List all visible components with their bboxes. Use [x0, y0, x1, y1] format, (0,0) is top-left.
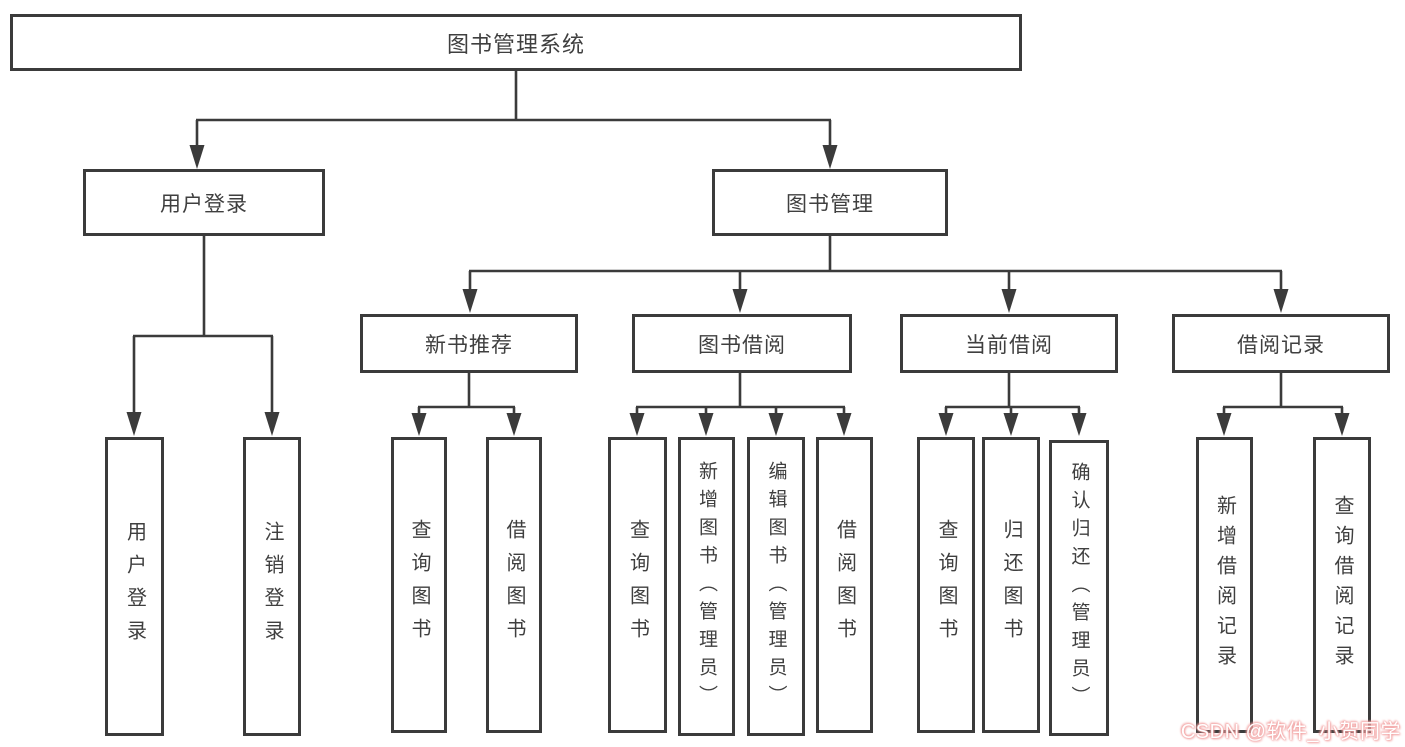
- leaf-edit-book-admin-label: 编辑图书（管理员）: [765, 460, 787, 713]
- leaf-logout-label: 注销登录: [261, 520, 283, 653]
- leaf-borrow-books-recommend-label: 借阅图书: [503, 519, 525, 651]
- node-borrowing-records: 借阅记录: [1172, 314, 1390, 373]
- node-library-system: 图书管理系统: [10, 14, 1022, 71]
- node-book-borrowing: 图书借阅: [632, 314, 852, 373]
- leaf-query-books-recommend: 查询图书: [391, 437, 447, 733]
- watermark: CSDN @软件_小贺同学: [1180, 721, 1401, 743]
- node-current-borrowing-label: 当前借阅: [965, 333, 1053, 357]
- leaf-add-book-admin-label: 新增图书（管理员）: [696, 460, 717, 713]
- node-current-borrowing: 当前借阅: [900, 314, 1118, 373]
- leaf-query-borrow-record-label: 查询借阅记录: [1331, 495, 1353, 675]
- node-book-borrowing-label: 图书借阅: [698, 333, 786, 357]
- leaf-borrow-books-borrowing: 借阅图书: [816, 437, 873, 733]
- leaf-borrow-books-recommend: 借阅图书: [486, 437, 542, 733]
- node-book-management: 图书管理: [712, 169, 948, 236]
- leaf-return-book: 归还图书: [982, 437, 1040, 733]
- node-new-book-recommend: 新书推荐: [360, 314, 578, 373]
- leaf-query-borrow-record: 查询借阅记录: [1313, 437, 1371, 733]
- leaf-query-books-current-label: 查询图书: [935, 519, 957, 651]
- leaf-add-book-admin: 新增图书（管理员）: [678, 437, 735, 736]
- leaf-return-book-label: 归还图书: [1000, 519, 1022, 651]
- node-book-management-label: 图书管理: [786, 192, 874, 216]
- node-user-login-label: 用户登录: [160, 192, 248, 216]
- leaf-user-login: 用户登录: [105, 437, 164, 736]
- leaf-edit-book-admin: 编辑图书（管理员）: [747, 437, 805, 736]
- leaf-user-login-label: 用户登录: [123, 520, 146, 653]
- leaf-add-borrow-record-label: 新增借阅记录: [1213, 495, 1236, 675]
- leaf-add-borrow-record: 新增借阅记录: [1196, 437, 1253, 733]
- leaf-query-books-borrowing: 查询图书: [608, 437, 667, 733]
- leaf-query-books-borrowing-label: 查询图书: [626, 519, 649, 651]
- node-borrowing-records-label: 借阅记录: [1237, 333, 1325, 357]
- leaf-logout: 注销登录: [243, 437, 301, 736]
- node-library-system-label: 图书管理系统: [446, 31, 585, 57]
- leaf-query-books-current: 查询图书: [917, 437, 975, 733]
- leaf-confirm-return-admin: 确认归还（管理员）: [1049, 440, 1109, 736]
- node-user-login: 用户登录: [83, 169, 325, 236]
- node-new-book-recommend-label: 新书推荐: [425, 333, 513, 357]
- leaf-query-books-recommend-label: 查询图书: [408, 519, 430, 651]
- leaf-borrow-books-borrowing-label: 借阅图书: [833, 519, 856, 651]
- leaf-confirm-return-admin-label: 确认归还（管理员）: [1068, 462, 1090, 714]
